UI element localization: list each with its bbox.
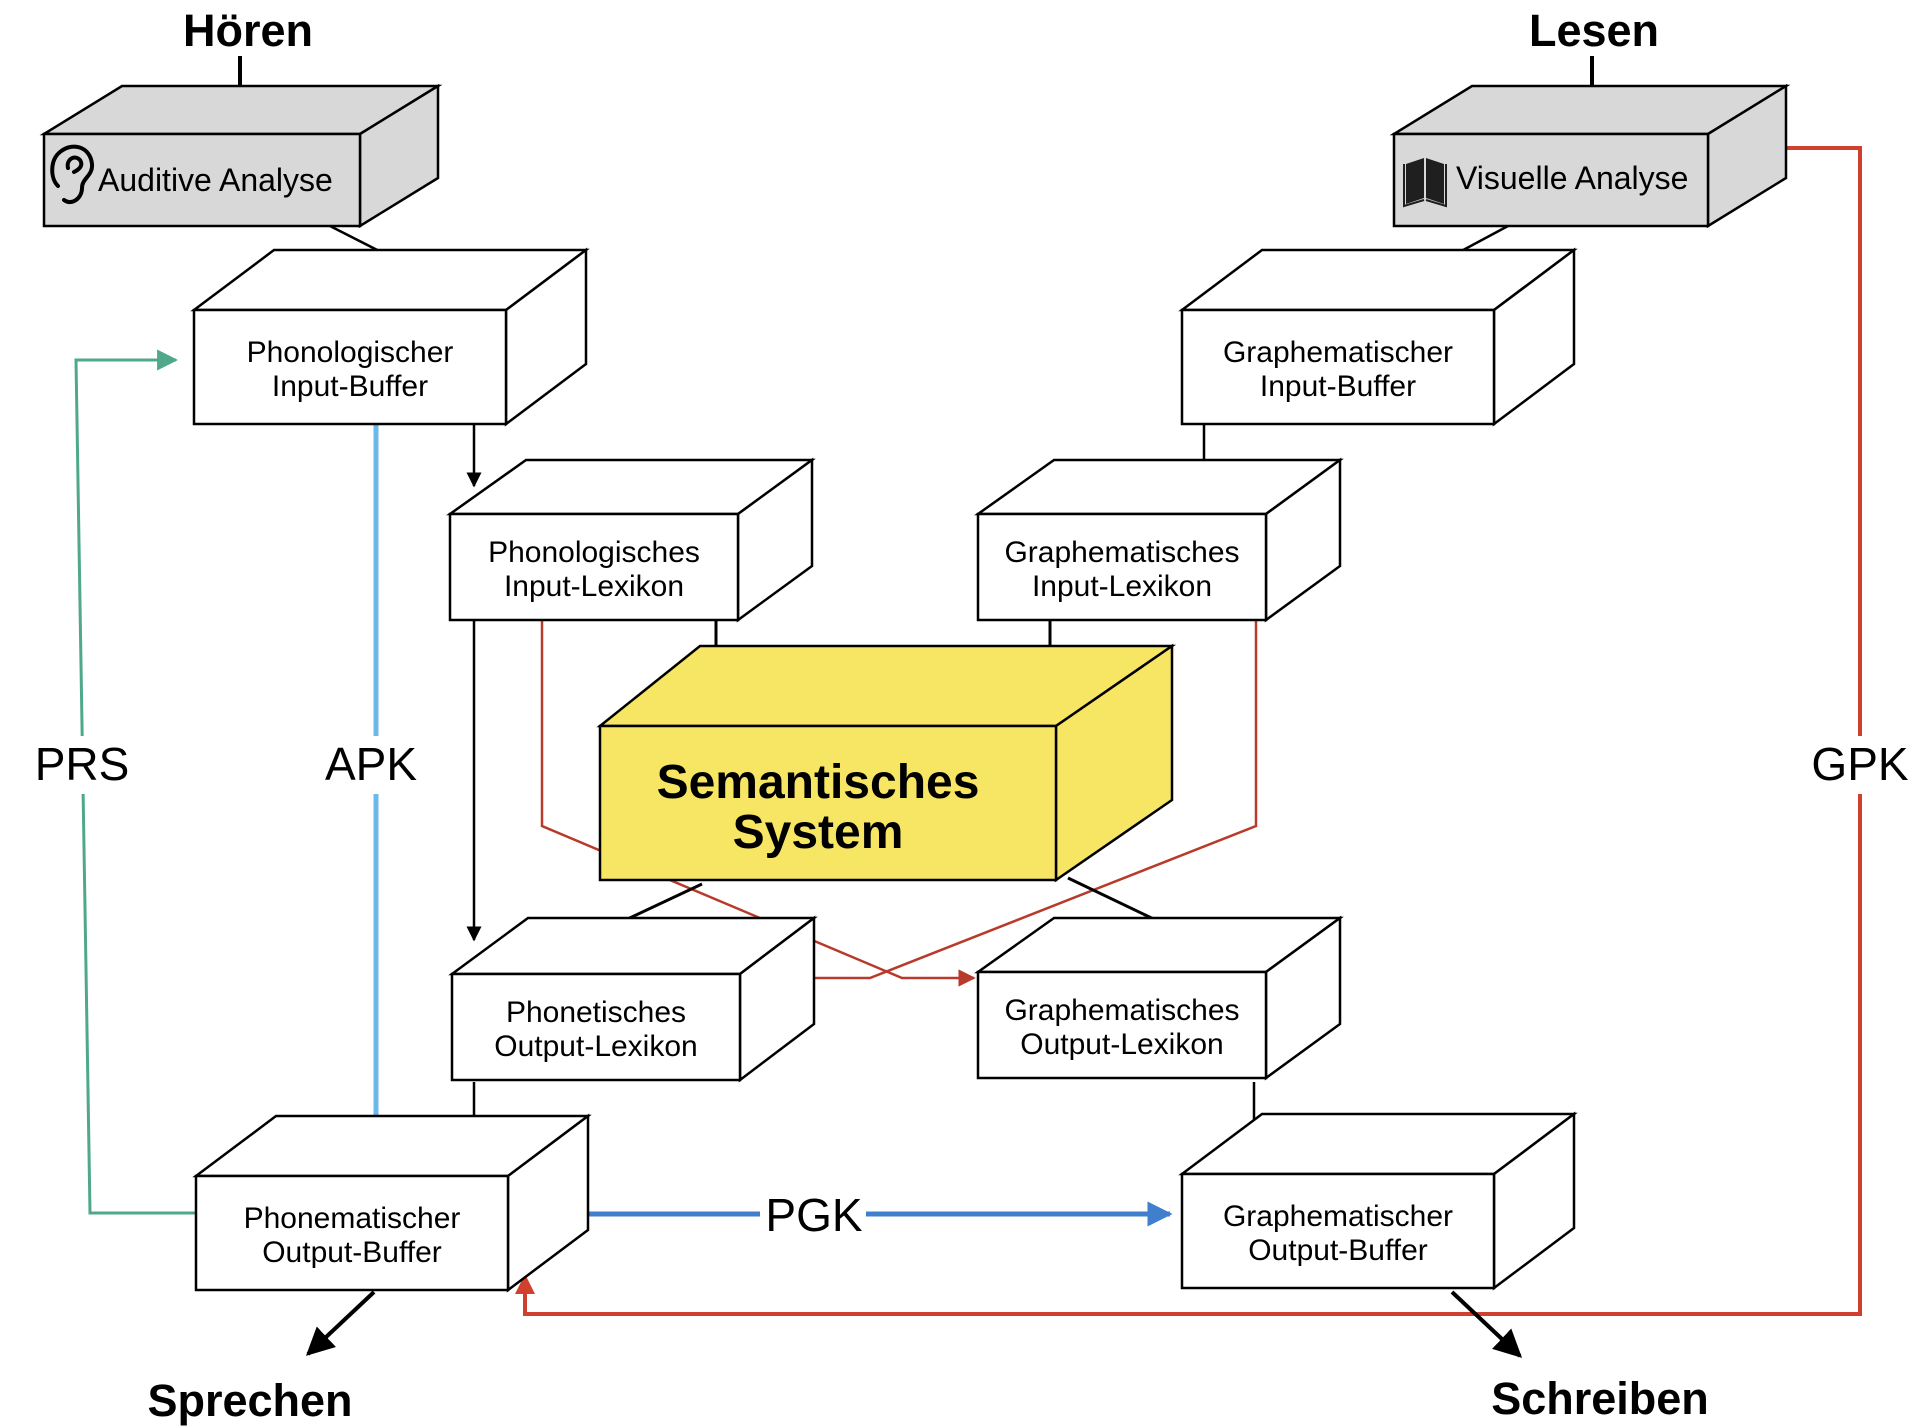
phonological-input-lexicon-box: Phonologisches Input-Lexikon [446,457,816,623]
phonetic-output-lexicon-line2: Output-Lexikon [494,1030,697,1063]
graphematic-output-lexicon-box: Graphematisches Output-Lexikon [974,915,1344,1081]
visual-analysis-box: Visuelle Analyse [1389,83,1791,229]
phonological-input-buffer-box: Phonologischer Input-Buffer [190,247,590,427]
auditory-analysis-box: Auditive Analyse [39,83,443,229]
graphematic-output-buffer-line1: Graphematischer [1223,1200,1453,1233]
book-icon [1403,158,1447,208]
graphematic-input-lexicon-line1: Graphematisches [1004,536,1239,569]
phonological-input-lexicon-line2: Input-Lexikon [504,570,684,603]
hearing-label: Hören [183,5,313,56]
semantic-system-line2: System [733,806,904,859]
graphematic-input-lexicon-line2: Input-Lexikon [1032,570,1212,603]
ear-icon [50,144,95,205]
arrow-buffer-to-writing [1450,1290,1523,1358]
graphematic-output-lexicon-line2: Output-Lexikon [1020,1028,1223,1061]
apk-label: APK [325,738,417,790]
pgk-label: PGK [765,1189,862,1241]
graphematic-input-buffer-line1: Graphematischer [1223,336,1453,369]
semantic-system-box: Semantisches System [596,643,1177,883]
reading-label: Lesen [1529,5,1659,56]
prs-label: PRS [35,738,130,790]
graphematic-input-buffer-box: Graphematischer Input-Buffer [1178,247,1578,427]
cross-arrow-phon-to-graph [540,621,976,987]
phonological-input-buffer-line1: Phonologischer [247,336,454,369]
phonological-input-buffer-line2: Input-Buffer [272,370,428,403]
phonological-input-lexicon-line1: Phonologisches [488,536,700,569]
gpk-route-arrow [515,146,1862,1316]
visual-analysis-label: Visuelle Analyse [1456,160,1688,196]
phonetic-output-lexicon-line1: Phonetisches [506,996,686,1029]
phonematic-output-buffer-line2: Output-Buffer [262,1236,442,1269]
gpk-label: GPK [1811,738,1908,790]
phonematic-output-buffer-line1: Phonematischer [244,1202,461,1235]
speaking-label: Sprechen [147,1375,352,1426]
graphematic-output-buffer-line2: Output-Buffer [1248,1234,1428,1267]
writing-label: Schreiben [1491,1373,1709,1424]
graphematic-input-lexicon-box: Graphematisches Input-Lexikon [974,457,1344,623]
auditory-analysis-label: Auditive Analyse [98,162,333,198]
semantic-system-line1: Semantisches [657,756,980,809]
phonetic-output-lexicon-box: Phonetisches Output-Lexikon [448,915,818,1083]
arrow-buffer-to-speaking [305,1290,376,1356]
graphematic-output-lexicon-line1: Graphematisches [1004,994,1239,1027]
cross-arrow-graph-to-phon [794,621,1258,987]
graphematic-output-buffer-box: Graphematischer Output-Buffer [1178,1111,1578,1291]
graphematic-input-buffer-line2: Input-Buffer [1260,370,1416,403]
phonematic-output-buffer-box: Phonematischer Output-Buffer [192,1113,592,1293]
